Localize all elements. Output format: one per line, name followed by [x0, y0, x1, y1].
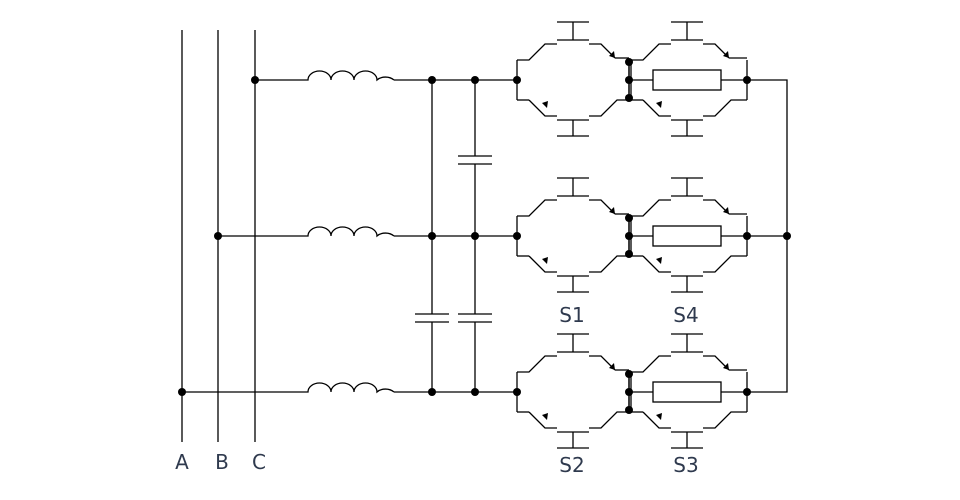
switch-cell-row-3-col-1	[516, 333, 630, 449]
switch-label-s1: S1	[559, 303, 584, 327]
switch-label-s4: S4	[673, 303, 698, 327]
switch-cell-row-2-col-2	[630, 177, 748, 293]
inductor-row-1	[299, 70, 395, 81]
inductor-row-3	[299, 382, 395, 393]
capacitor-right-lower	[458, 313, 492, 323]
switch-label-s2: S2	[559, 453, 584, 477]
capacitor-left	[415, 313, 449, 323]
output-star-connection	[743, 76, 791, 396]
inductor-to-cell-wires	[394, 79, 517, 393]
switch-cell-row-1-col-2	[630, 21, 748, 137]
cell-col-1-nodes	[513, 76, 521, 396]
switch-cell-row-2-col-1	[516, 177, 630, 293]
phase-label-b: B	[215, 450, 229, 474]
switch-cell-row-3-col-2	[630, 333, 748, 449]
capacitor-network	[415, 76, 492, 396]
row-feeds	[178, 76, 300, 396]
switch-cell-row-1-col-1	[516, 21, 630, 137]
capacitor-right-upper	[458, 155, 492, 165]
phase-label-c: C	[252, 450, 266, 474]
switch-label-s3: S3	[673, 453, 698, 477]
inductor-row-2	[299, 226, 395, 237]
phase-label-a: A	[175, 450, 189, 474]
